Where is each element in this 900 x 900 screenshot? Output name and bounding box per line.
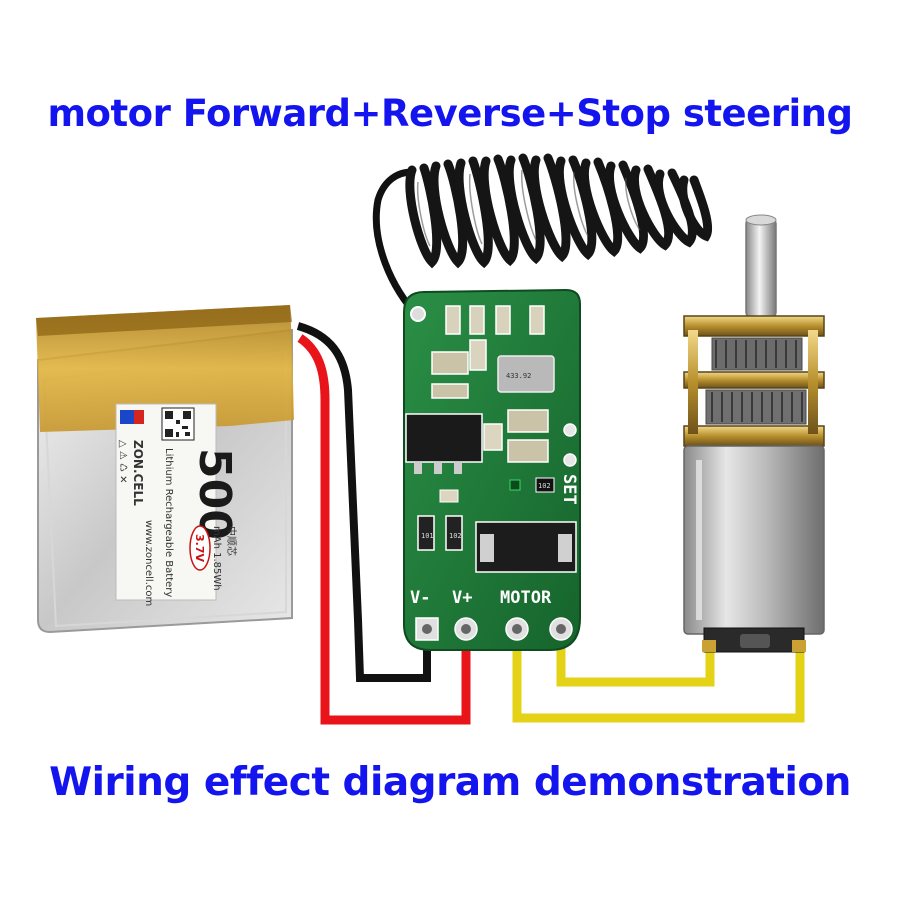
motor-terminal-left bbox=[702, 640, 716, 652]
solder-pads bbox=[415, 617, 573, 641]
page-subtitle: Wiring effect diagram demonstration bbox=[49, 760, 851, 805]
battery-unit: mAh 1.85Wh bbox=[211, 526, 222, 591]
receiver-pcb: 433.92 102 SET bbox=[403, 288, 581, 651]
ic-chip bbox=[405, 413, 503, 474]
wires bbox=[296, 322, 805, 725]
label-motor: MOTOR bbox=[500, 588, 552, 608]
battery-chinese-brand: 中顺芯 bbox=[225, 526, 238, 556]
battery-website: www.zoncell.com bbox=[143, 520, 154, 606]
battery-brand: ZON.CELL bbox=[131, 440, 145, 506]
set-pads: SET bbox=[559, 423, 579, 505]
gear-motor bbox=[683, 214, 825, 653]
label-vminus: V- bbox=[410, 588, 430, 608]
battery-subtitle: Lithium Rechargeable Battery bbox=[163, 448, 174, 597]
set-label: SET bbox=[559, 474, 579, 505]
qr-code bbox=[161, 407, 195, 441]
yellow-wire-1 bbox=[512, 632, 805, 723]
crystal-oscillator bbox=[497, 355, 555, 393]
resistor-101: 101 bbox=[421, 532, 434, 540]
pcb-components-top: 433.92 bbox=[431, 305, 555, 399]
yellow-wire-2 bbox=[556, 632, 715, 687]
motor-shaft bbox=[745, 217, 777, 319]
motor-can bbox=[683, 445, 825, 635]
battery-capacity: 500 bbox=[189, 448, 240, 540]
resistor-102: 102 bbox=[538, 482, 551, 490]
motor-terminal-right bbox=[792, 640, 806, 652]
red-wire bbox=[297, 334, 471, 725]
black-wire bbox=[296, 322, 431, 682]
svg-text:△ ⚠ ♺ ✕: △ ⚠ ♺ ✕ bbox=[117, 440, 128, 484]
pcb-components-right: 102 bbox=[507, 409, 555, 493]
battery-voltage: 3.7V bbox=[193, 534, 206, 562]
zoncell-logo bbox=[120, 410, 144, 424]
page-title: motor Forward+Reverse+Stop steering bbox=[47, 92, 853, 135]
svg-text:433.92: 433.92 bbox=[506, 372, 531, 380]
label-vplus: V+ bbox=[452, 588, 472, 608]
battery: 500 中顺芯 mAh 1.85Wh Lithium Rechargeable … bbox=[36, 305, 294, 634]
resistor-102-b: 102 bbox=[449, 532, 462, 540]
antenna bbox=[372, 153, 712, 320]
pcb-components-bottom: 101 102 bbox=[417, 489, 577, 573]
gears bbox=[705, 337, 807, 425]
